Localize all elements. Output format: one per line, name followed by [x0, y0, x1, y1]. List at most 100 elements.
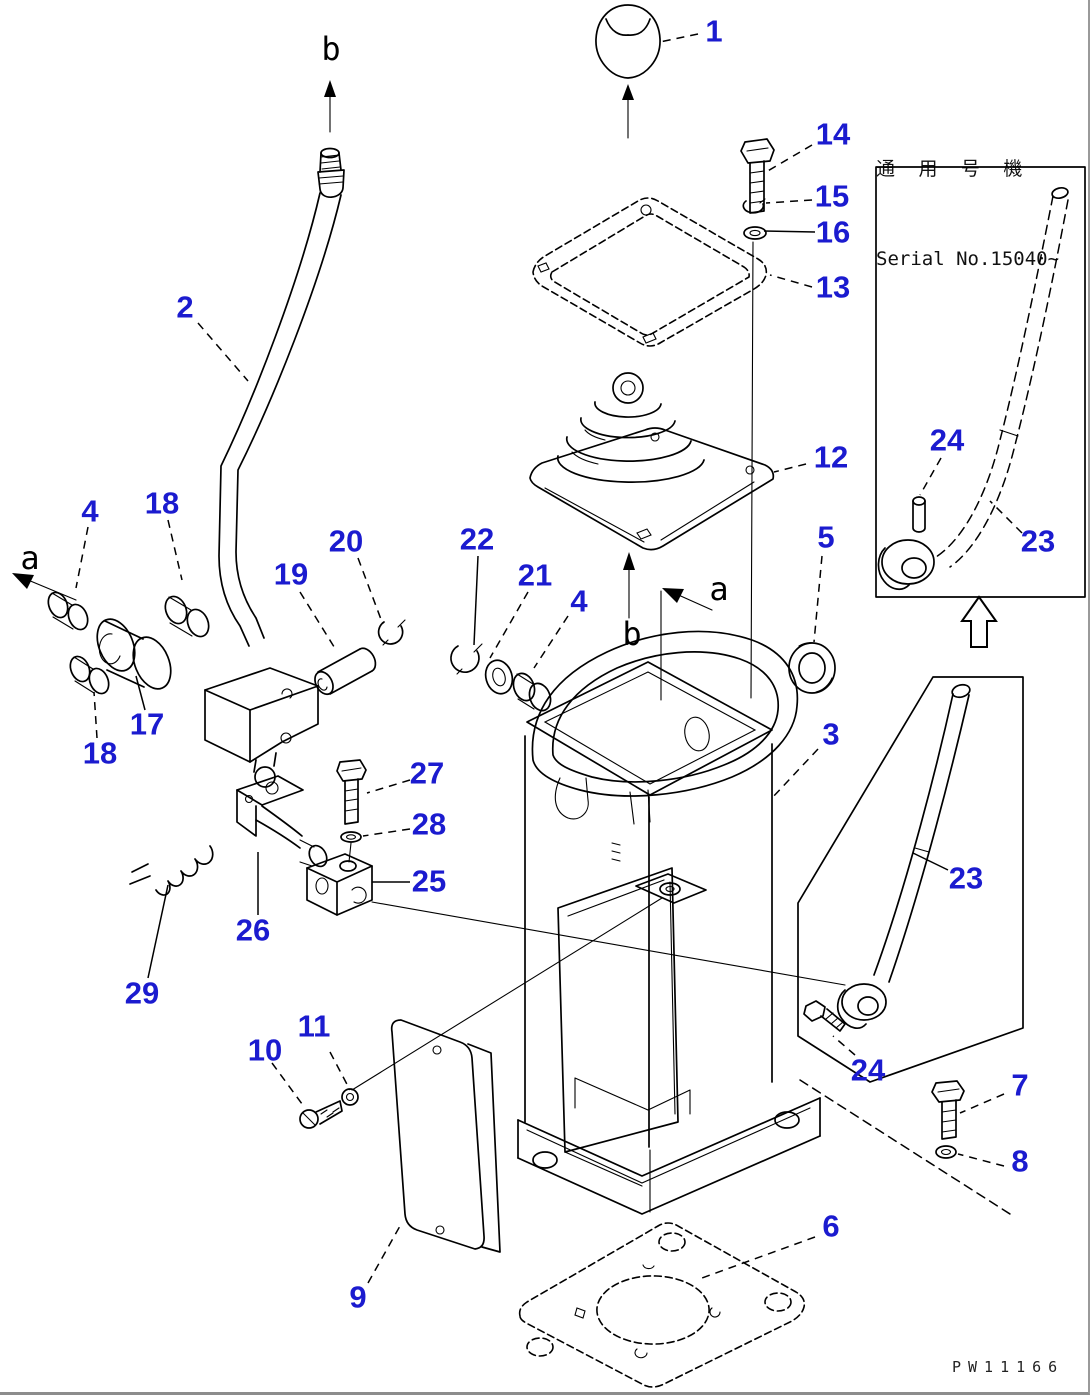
part-boot-12	[529, 372, 775, 551]
leader-line-7	[959, 1093, 1005, 1114]
callout-1: 1	[705, 14, 722, 49]
callout-9: 9	[349, 1280, 366, 1315]
callout-12: 12	[814, 440, 848, 475]
callout-21: 21	[518, 558, 552, 593]
leader-line-23	[989, 500, 1023, 534]
callout-14: 14	[816, 117, 851, 152]
callout-10: 10	[248, 1033, 282, 1068]
callout-19: 19	[274, 557, 308, 592]
leader-line-5	[813, 555, 823, 643]
bolt27-axis	[348, 842, 352, 863]
block25-align-line	[371, 901, 846, 986]
part-pin-19	[314, 647, 377, 696]
callout-17: 17	[130, 707, 164, 742]
part-washer-16	[743, 226, 767, 240]
callout-15: 15	[815, 179, 849, 214]
section-letter-a: a	[20, 539, 39, 577]
callout-8: 8	[1011, 1144, 1028, 1179]
callout-24: 24	[930, 423, 965, 458]
callout-20: 20	[329, 524, 363, 559]
callout-5: 5	[817, 520, 834, 555]
leader-line-23	[912, 852, 949, 871]
section-arrow-a-mid	[660, 588, 713, 701]
part-bushing-18-top	[164, 595, 210, 638]
section-letter-b: b	[321, 30, 340, 68]
bolt7-align-line	[799, 1079, 1011, 1215]
part-control-lever	[218, 147, 345, 647]
leader-line-8	[957, 1153, 1005, 1167]
leader-line-18	[167, 519, 183, 581]
part-bolt-27	[336, 759, 367, 825]
part-bushing-18-bottom	[69, 655, 110, 695]
leader-line-27	[366, 779, 411, 794]
callout-29: 29	[125, 976, 159, 1011]
leader-line-20	[357, 557, 383, 623]
bolt-axis-line	[750, 241, 754, 699]
part-snap-ring-20	[377, 619, 406, 646]
callout-4: 4	[81, 494, 99, 529]
part-knob	[595, 4, 661, 79]
leader-line-19	[299, 591, 337, 651]
drawing-number: PW11166	[952, 1358, 1065, 1376]
part-bushing-4-mid	[512, 672, 552, 712]
part-washer-11	[341, 1088, 359, 1106]
callout-13: 13	[816, 270, 850, 305]
leader-line-24	[919, 457, 942, 496]
leader-line-13	[769, 274, 813, 288]
callout-23: 23	[1021, 524, 1055, 559]
leader-line-10	[271, 1062, 306, 1109]
serial-number-text: Serial No.15040~	[876, 248, 1060, 270]
leader-line-4	[533, 615, 569, 669]
callout-24: 24	[851, 1053, 886, 1088]
section-letter-b: b	[622, 615, 641, 653]
part-housing-3	[517, 630, 821, 1215]
boss-align-line	[351, 897, 663, 1091]
part-bracket-26	[236, 775, 328, 868]
callout-27: 27	[410, 756, 444, 791]
part-block-25	[306, 853, 373, 916]
leader-line-3	[771, 748, 819, 799]
part-bolt-7	[931, 1080, 965, 1140]
direction-arrow-b-top-left	[324, 80, 336, 133]
callout-25: 25	[412, 864, 446, 899]
applicability-kanji: 通 用 号 機	[876, 158, 1029, 180]
part-bushing-4-left	[47, 591, 89, 631]
callout-3: 3	[822, 717, 839, 752]
callout-7: 7	[1011, 1068, 1028, 1103]
leader-line-28	[362, 828, 411, 837]
leader-line-21	[489, 591, 529, 659]
leader-line-22	[473, 555, 479, 646]
callout-6: 6	[822, 1209, 839, 1244]
part-roller-17	[96, 618, 172, 690]
leader-line-24	[832, 1035, 856, 1056]
section-arrow-a-left	[12, 573, 77, 601]
leader-line-12	[773, 463, 807, 473]
part-washer-21	[484, 659, 514, 695]
leader-line-29	[147, 884, 169, 979]
serial-header: 通 用 号 機 Serial No.15040~	[876, 94, 1059, 334]
part-cover-plate-13	[532, 197, 768, 347]
leader-line-4	[75, 526, 89, 589]
callout-28: 28	[412, 807, 446, 842]
callout-22: 22	[460, 522, 494, 557]
inset-direction-arrow	[960, 595, 998, 648]
leader-line-15	[765, 199, 813, 204]
part-bolt-24-main	[803, 1000, 846, 1032]
leader-line-9	[367, 1225, 401, 1284]
callout-18: 18	[83, 736, 117, 771]
panel-lever-23	[797, 676, 1024, 1083]
callout-18: 18	[145, 486, 179, 521]
part-spring-29	[129, 845, 214, 896]
part-side-cover-9	[390, 1019, 501, 1253]
section-letter-a: a	[709, 570, 728, 608]
callout-16: 16	[816, 215, 850, 250]
leader-line-16	[763, 230, 816, 233]
leader-line-6	[701, 1236, 816, 1279]
part-screw-10	[299, 1100, 343, 1129]
direction-arrow-b-top-mid	[622, 84, 634, 139]
part-snap-ring-22	[450, 643, 483, 675]
leader-line-11	[329, 1051, 351, 1091]
